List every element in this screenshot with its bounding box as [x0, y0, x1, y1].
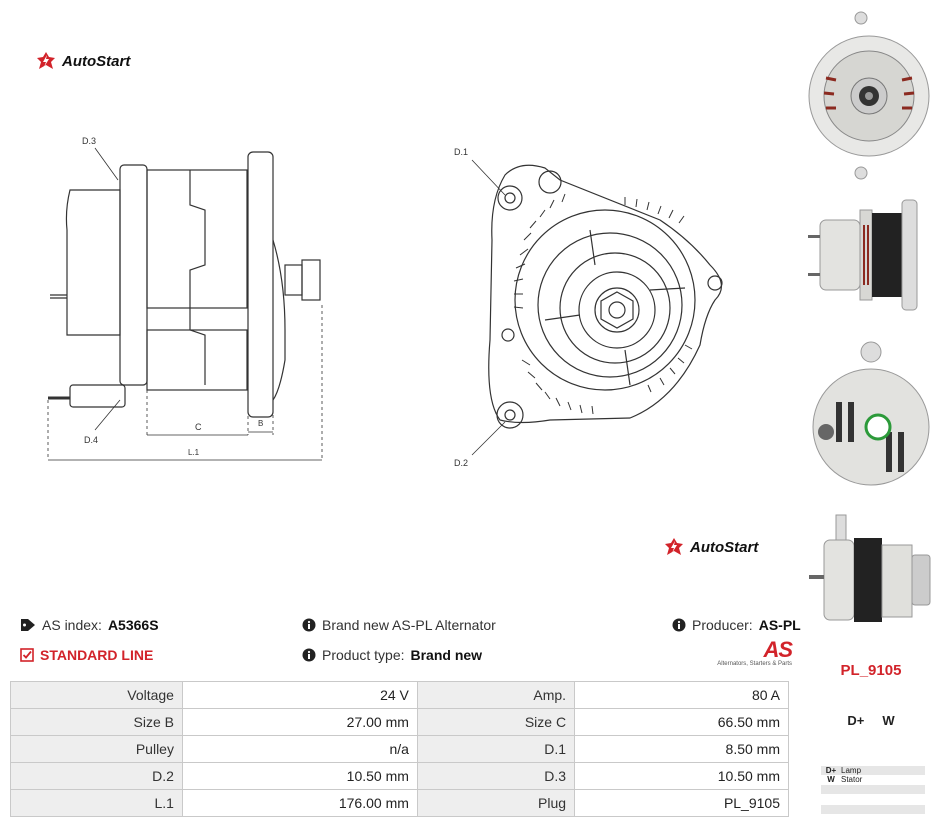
product-type: Product type: Brand new: [302, 647, 482, 663]
table-row: D.2 10.50 mm D.3 10.50 mm: [10, 762, 789, 790]
product-photo-side[interactable]: [806, 185, 936, 325]
label-d3: D.3: [82, 136, 96, 146]
brand-logo-bottom: AutoStart: [664, 537, 758, 557]
legend-desc: Lamp: [841, 766, 862, 775]
plug-legend-row: [821, 785, 925, 794]
label-b: B: [258, 419, 263, 428]
as-index: AS index: A5366S: [20, 617, 159, 633]
spec-value: 80 A: [574, 681, 789, 709]
legend-code: D+: [825, 766, 837, 775]
legend-desc: Stator: [841, 775, 863, 784]
as-index-label: AS index:: [42, 617, 102, 633]
spec-value: 176.00 mm: [181, 789, 418, 817]
spec-label: L.1: [10, 789, 183, 817]
label-d2: D.2: [454, 458, 468, 468]
legend-code: W: [827, 775, 835, 784]
producer-label: Producer:: [692, 617, 753, 633]
label-d1: D.1: [454, 147, 468, 157]
product-type-label: Product type:: [322, 647, 405, 663]
label-l1: L.1: [188, 448, 200, 457]
tag-icon: [21, 619, 35, 631]
product-photo-rear[interactable]: [806, 332, 936, 507]
product-photo-side-2[interactable]: [806, 510, 936, 650]
producer: Producer: AS-PL: [672, 617, 801, 633]
as-index-value: A5366S: [107, 617, 159, 633]
spec-label: Pulley: [10, 735, 183, 763]
spec-label: Amp.: [416, 681, 576, 709]
table-row: Pulley n/a D.1 8.50 mm: [10, 735, 789, 763]
autostart-logo-icon: [665, 538, 683, 555]
side-view-drawing: D.3 D.4 C B L.1: [47, 136, 323, 461]
spec-value: 10.50 mm: [181, 762, 418, 790]
table-row: L.1 176.00 mm Plug PL_9105: [10, 789, 789, 817]
plug-legend-row: D+ Lamp: [821, 766, 925, 775]
terminal-label: W: [882, 713, 895, 728]
brand-name: AutoStart: [690, 538, 759, 556]
terminal-label: D+: [847, 713, 865, 728]
spec-value: 24 V: [181, 681, 418, 709]
spec-label: D.2: [10, 762, 183, 790]
plug-terminals: D+ W: [806, 713, 936, 728]
producer-logo: AS Alternators, Starters & Parts: [702, 637, 793, 668]
spec-value: PL_9105: [574, 789, 789, 817]
as-logo-mark: AS: [763, 637, 793, 662]
spec-label: Voltage: [10, 681, 183, 709]
label-c: C: [195, 422, 202, 432]
spec-value: 66.50 mm: [574, 708, 789, 736]
info-icon: [672, 618, 686, 632]
spec-label: Size C: [416, 708, 576, 736]
info-icon: [302, 618, 316, 632]
info-icon: [302, 648, 316, 662]
autostart-logo-icon: [37, 52, 55, 69]
table-row: Size B 27.00 mm Size C 66.50 mm: [10, 708, 789, 736]
plug-legend-row: W Stator: [821, 775, 925, 784]
spec-value: n/a: [181, 735, 418, 763]
spec-label: Size B: [10, 708, 183, 736]
brand-name: AutoStart: [62, 52, 131, 70]
checkbox-checked-icon: [20, 648, 34, 662]
front-view-drawing: D.1 D.2: [454, 147, 723, 468]
product-photo-front[interactable]: [806, 8, 936, 183]
spec-value: 27.00 mm: [181, 708, 418, 736]
product-type-value: Brand new: [410, 647, 483, 663]
standard-line-text: STANDARD LINE: [40, 647, 154, 663]
standard-line-badge: STANDARD LINE: [20, 647, 153, 663]
as-logo-tagline: Alternators, Starters & Parts: [717, 661, 792, 667]
description-text: Brand new AS-PL Alternator: [322, 617, 496, 633]
producer-value: AS-PL: [758, 617, 801, 633]
brand-logo-top: AutoStart: [36, 51, 130, 71]
product-description: Brand new AS-PL Alternator: [302, 617, 496, 633]
label-d4: D.4: [84, 435, 98, 445]
plug-name: PL_9105: [840, 662, 902, 679]
spec-value: 8.50 mm: [574, 735, 789, 763]
plug-legend-row: [821, 805, 925, 814]
spec-value: 10.50 mm: [574, 762, 789, 790]
spec-label: D.1: [416, 735, 576, 763]
spec-label: D.3: [416, 762, 576, 790]
table-row: Voltage 24 V Amp. 80 A: [10, 681, 789, 709]
specs-table: Voltage 24 V Amp. 80 A Size B 27.00 mm S…: [10, 681, 789, 817]
spec-label: Plug: [416, 789, 576, 817]
